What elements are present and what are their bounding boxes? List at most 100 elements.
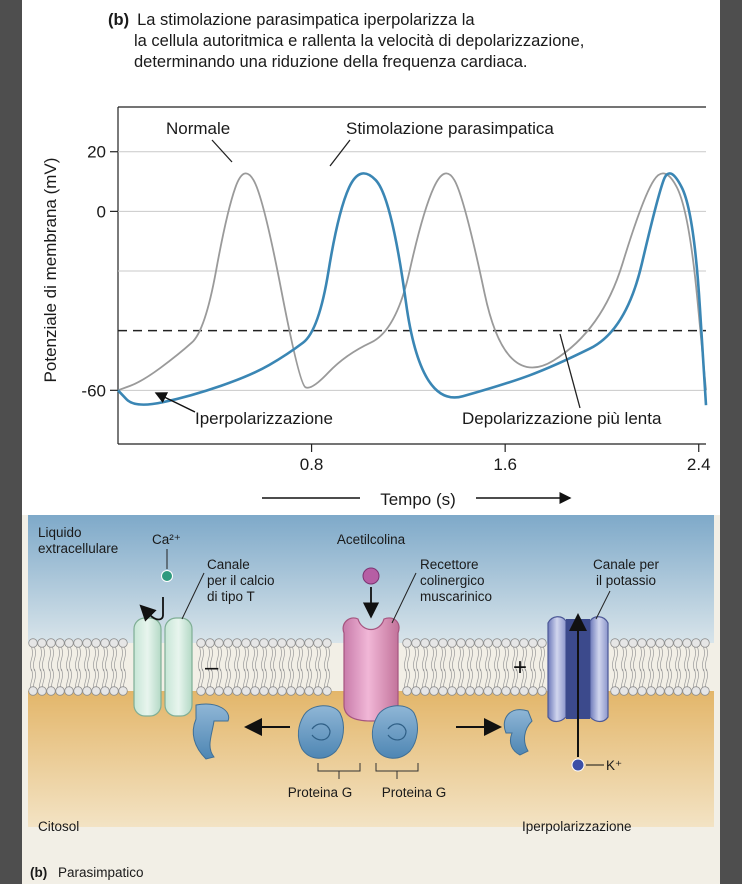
y-tick-label: -60 (81, 381, 106, 400)
lipid-head (619, 686, 629, 696)
label-potassium-ion: K⁺ (606, 758, 622, 773)
lipid-tail (234, 646, 240, 672)
lipid-tail (102, 646, 108, 672)
lipid-head (91, 638, 101, 648)
caption-tag: (b) (108, 11, 130, 29)
x-tick-label: 0.8 (300, 455, 324, 474)
lipid-tail (243, 646, 249, 672)
lipid-head (610, 638, 620, 648)
lipid-head (100, 686, 110, 696)
lipid-tail (693, 646, 699, 672)
lipid-head (691, 638, 701, 648)
parasympathetic-diagram: Liquido extracellulare Ca²⁺ Canale per i… (28, 515, 714, 880)
hyperpolarization-arrow (154, 392, 196, 413)
lipid-head (55, 686, 65, 696)
lipid-head (501, 638, 511, 648)
lipid-tail (48, 646, 54, 672)
lipid-tail (93, 646, 99, 672)
lipid-head (223, 686, 233, 696)
lipid-tail (512, 646, 518, 672)
lipid-tail (39, 646, 45, 672)
lipid-head (456, 638, 466, 648)
lipid-head (304, 638, 314, 648)
lipid-head (322, 638, 332, 648)
annotation-hyperpolarization: Iperpolarizzazione (195, 409, 333, 428)
lipid-head (277, 638, 287, 648)
g-protein-left (297, 705, 344, 759)
lipid-head (420, 686, 430, 696)
lipid-head (402, 686, 412, 696)
lipid-head (673, 686, 683, 696)
lipid-head (628, 638, 638, 648)
lipid-head (46, 638, 56, 648)
lipid-head (37, 686, 47, 696)
lipid-head (610, 686, 620, 696)
lipid-tail (207, 646, 213, 672)
lipid-tail (449, 646, 455, 672)
lipid-tail (315, 646, 321, 672)
lipid-tail (639, 646, 645, 672)
lipid-head (100, 638, 110, 648)
lipid-head (682, 686, 692, 696)
lipid-head (82, 638, 92, 648)
label-receptor-1: Recettore (420, 557, 479, 572)
lipid-tail (297, 646, 303, 672)
legend-parasympathetic-pointer (329, 139, 351, 167)
lipid-head (205, 638, 215, 648)
lipid-head (82, 686, 92, 696)
lipid-tail (521, 646, 527, 672)
label-calcium-channel-1: Canale (207, 557, 250, 572)
label-calcium-channel-2: per il calcio (207, 573, 275, 588)
lipid-tail (684, 646, 690, 672)
potassium-ion (571, 758, 585, 772)
lipid-tail (503, 646, 509, 672)
lipid-head (286, 686, 296, 696)
lipid-tail (413, 646, 419, 672)
lipid-head (492, 638, 502, 648)
muscarinic-receptor (342, 617, 400, 722)
lipid-head (528, 638, 538, 648)
lipid-head (268, 686, 278, 696)
lipid-head (250, 638, 260, 648)
lipid-head (73, 686, 83, 696)
potassium-channel-pointer (595, 590, 611, 620)
label-receptor-2: colinergico (420, 573, 485, 588)
lipid-head (73, 638, 83, 648)
calcium-ion (161, 570, 173, 582)
lipid-head (313, 686, 323, 696)
lipid-tail (476, 646, 482, 672)
lipid-head (420, 638, 430, 648)
lipid-head (46, 686, 56, 696)
lipid-head (109, 686, 119, 696)
lipid-tail (467, 646, 473, 672)
lipid-head (64, 686, 74, 696)
lipid-tail (539, 646, 545, 672)
lipid-head (241, 686, 251, 696)
lipid-head (402, 638, 412, 648)
lipid-head (259, 686, 269, 696)
lipid-head (528, 686, 538, 696)
lipid-head (619, 638, 629, 648)
lipid-head (118, 686, 128, 696)
lipid-tail (252, 646, 258, 672)
lipid-tail (621, 646, 627, 672)
lipid-head (277, 686, 287, 696)
lipid-head (483, 686, 493, 696)
lipid-head (483, 638, 493, 648)
lipid-head (196, 638, 206, 648)
lipid-tail (120, 646, 126, 672)
lipid-tail (66, 646, 72, 672)
lipid-head (474, 686, 484, 696)
lipid-head (519, 638, 529, 648)
lipid-head (456, 686, 466, 696)
lipid-head (682, 638, 692, 648)
x-tick-label: 2.4 (687, 455, 711, 474)
label-g-protein-2: Proteina G (382, 785, 447, 800)
y-axis-label: Potenziale di membrana (mV) (41, 158, 60, 383)
lipid-head (700, 686, 710, 696)
lipid-tail (306, 646, 312, 672)
y-tick-label: 0 (97, 202, 106, 221)
lipid-tail (431, 646, 437, 672)
label-potassium-channel-1: Canale per (593, 557, 660, 572)
lipid-head (313, 638, 323, 648)
